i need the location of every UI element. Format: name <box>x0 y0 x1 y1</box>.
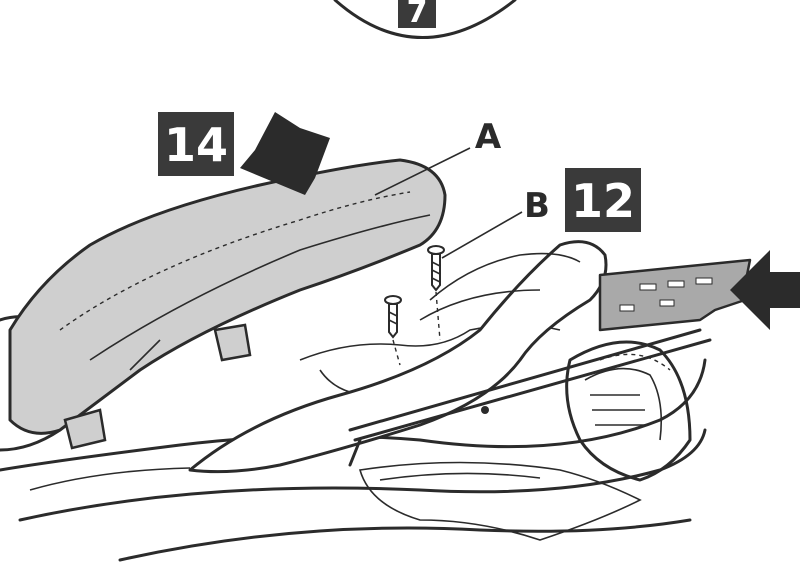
step-box-top <box>398 0 436 28</box>
step-number-rack: 12 <box>571 174 635 228</box>
callout-a: A <box>475 117 502 157</box>
step-box-seat: 14 <box>158 112 234 176</box>
step-number-top: 7 <box>407 0 428 30</box>
bolt-icon <box>384 295 402 366</box>
detail-circle: 7 <box>333 0 517 39</box>
seat <box>8 158 447 450</box>
leader-line-b <box>441 211 523 259</box>
callout-b: B <box>524 186 550 226</box>
push-down-arrow-icon <box>240 112 330 195</box>
step-box-rack: 12 <box>565 168 641 232</box>
step-number-seat: 14 <box>164 118 228 172</box>
mounting-plate <box>598 258 752 332</box>
push-left-arrow-icon <box>730 250 800 330</box>
leader-line-a <box>374 147 471 196</box>
bolt-icon <box>427 245 445 341</box>
